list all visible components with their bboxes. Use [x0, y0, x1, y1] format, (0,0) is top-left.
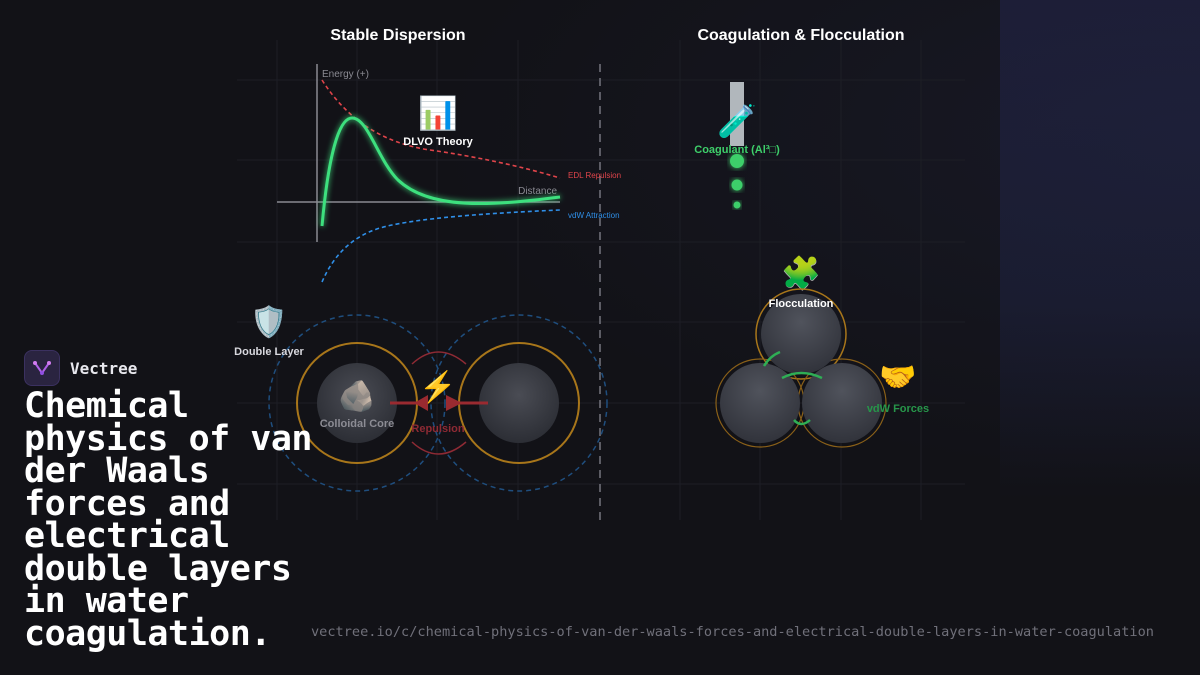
right-panel-title: Coagulation & Flocculation — [697, 27, 904, 44]
vdw-forces-label: vdW Forces — [867, 403, 929, 415]
coagulant-drop-3 — [733, 201, 741, 209]
dlvo-graph: Energy (+) Distance EDL Repulsion vdW At… — [277, 64, 621, 283]
edl-repulsion-label: EDL Repulsion — [568, 171, 621, 180]
rock-icon: 🪨 — [338, 379, 375, 413]
y-axis-label: Energy (+) — [322, 69, 369, 80]
lightning-icon: ⚡ — [419, 369, 456, 405]
floc-particle-top — [761, 294, 841, 374]
colloidal-core-label: Colloidal Core — [320, 418, 395, 430]
background-glow — [1000, 0, 1200, 500]
colloidal-core-right — [479, 363, 559, 443]
flocculation-label: Flocculation — [769, 298, 834, 310]
background-grid — [237, 40, 965, 520]
repulsion-arc-bottom — [411, 441, 467, 455]
left-panel-title: Stable Dispersion — [330, 27, 465, 44]
test-tube-icon: 🧪 — [717, 103, 757, 139]
floc-ring-top — [755, 288, 847, 380]
repulsion-arrowhead-left — [414, 395, 428, 411]
bond-left — [762, 350, 781, 367]
chart-icon: 📊 — [418, 95, 458, 131]
vectree-logo-icon — [24, 350, 60, 386]
coagulant-dropper — [730, 82, 744, 146]
floc-particle-left — [720, 363, 800, 443]
brand[interactable]: Vectree — [24, 350, 137, 386]
x-axis-label: Distance — [518, 186, 557, 197]
page-url[interactable]: vectree.io/c/chemical-physics-of-van-der… — [311, 624, 1154, 640]
floc-particle-right — [802, 363, 882, 443]
colloidal-core-left — [317, 363, 397, 443]
repulsion-arc-top — [411, 351, 467, 365]
edl-repulsion-curve — [321, 79, 561, 179]
shield-icon: 🛡️ — [250, 304, 287, 339]
stable-particles: 🛡️ Double Layer 🪨 Colloidal Core ⚡ Repul… — [234, 304, 608, 492]
ion-cloud-left — [268, 314, 446, 492]
bond-bottom — [793, 419, 811, 426]
dlvo-theory-label: DLVO Theory — [403, 136, 473, 148]
handshake-icon: 🤝 — [879, 361, 916, 394]
repulsion-label: Repulsion — [411, 423, 464, 435]
repulsion-arrowhead-right — [446, 395, 462, 411]
page-headline: Chemical physics of van der Waals forces… — [24, 386, 313, 654]
coagulant-drop-1 — [730, 154, 744, 168]
double-layer-label: Double Layer — [234, 346, 304, 358]
net-energy-curve — [320, 116, 561, 227]
vdw-attraction-label: vdW Attraction — [568, 211, 620, 220]
ion-cloud-right — [430, 314, 608, 492]
brand-name: Vectree — [70, 358, 138, 378]
coagulant-drop-2 — [731, 179, 743, 191]
puzzle-icon: 🧩 — [781, 255, 821, 291]
bond-center — [781, 371, 823, 380]
vdw-attraction-curve — [321, 209, 561, 283]
coagulant-label: Coagulant (Al³□) — [694, 144, 780, 156]
coagulation-panel: 🧪 Coagulant (Al³□) 🧩 Flocculation 🤝 vdW … — [694, 82, 929, 448]
